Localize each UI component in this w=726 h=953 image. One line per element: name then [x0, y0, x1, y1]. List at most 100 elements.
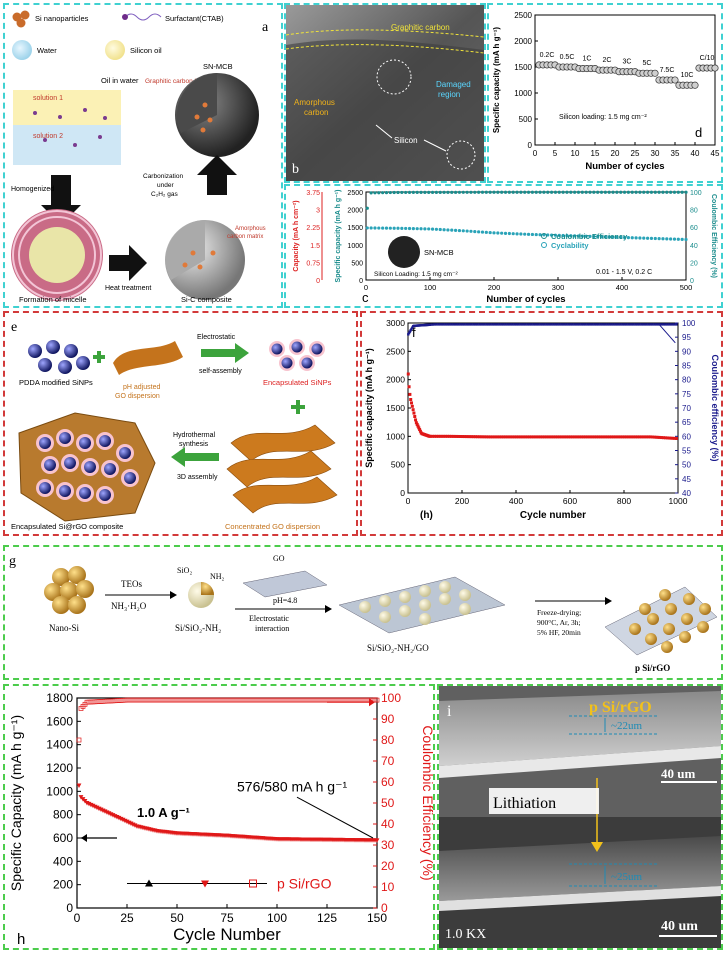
f-ce-point [408, 330, 412, 333]
c-panel-label: c [362, 290, 369, 305]
c-outer-tick-label: 2.25 [306, 225, 320, 232]
c-ce-point [584, 190, 588, 194]
f-capacity-point [448, 434, 452, 438]
f-ce-point [523, 323, 527, 326]
f-ce-point [493, 323, 497, 326]
f-ce-point [657, 323, 661, 326]
c-ce-point [365, 206, 369, 210]
f-capacity-point [469, 435, 473, 439]
h-ytick-label: 1400 [46, 738, 73, 752]
f-ce-point [459, 323, 462, 326]
f-capacity-point [495, 435, 499, 439]
f-ce-point [642, 323, 646, 326]
go-line2: GO dispersion [115, 393, 160, 400]
f-right-tick-label: 85 [682, 362, 691, 371]
f-capacity-point [636, 435, 639, 439]
c-ce-point [576, 190, 581, 194]
panel-b-label: b [292, 162, 299, 177]
c-capacity-point [396, 226, 400, 230]
c-capacity-point [450, 228, 454, 232]
f-ce-point [487, 323, 490, 326]
f-ce-point [437, 323, 440, 326]
f-right-tick-label: 80 [682, 376, 691, 385]
d-ytick-label: 1500 [514, 63, 532, 72]
f-capacity-point [456, 434, 460, 438]
h-right-tick-label: 10 [381, 880, 395, 894]
c-capacity-point [649, 236, 654, 240]
f-capacity-point [597, 435, 601, 439]
f-right-tick-label: 60 [682, 432, 691, 441]
f-ce-point [448, 323, 451, 326]
f-capacity-point [631, 435, 635, 439]
legend-surfactant: Surfactant(CTAB) [165, 14, 224, 23]
f-ce-point [647, 323, 650, 326]
c-outer-tick-label: 1.5 [310, 243, 320, 250]
c-ce-point [438, 190, 442, 194]
f-xtick-label: 800 [617, 496, 631, 506]
c-capacity-point [592, 234, 596, 239]
c-capacity-point [415, 227, 419, 231]
c-ce-point [400, 190, 404, 195]
h-right-tick-label: 30 [381, 838, 395, 852]
f-capacity-point [666, 436, 670, 440]
c-capacity-point [430, 227, 435, 231]
nh2-label: NH₂ [210, 572, 225, 581]
f-capacity-point [439, 434, 443, 438]
f-capacity-point [543, 435, 547, 439]
h-ytick-label: 1600 [46, 714, 73, 728]
h-ytick-label: 600 [53, 831, 73, 845]
c-ce-point [611, 190, 615, 194]
c-xtick-label: 500 [680, 283, 693, 292]
f-capacity-point [450, 434, 454, 438]
f-ce-point [500, 323, 503, 326]
c-capacity-point [580, 234, 584, 238]
c-ce-point [546, 190, 550, 194]
h-right-tick-label: 80 [381, 733, 395, 747]
f-capacity-point [566, 435, 570, 439]
f-ce-point [474, 323, 477, 326]
electrostatic-line1: Electrostatic [197, 334, 236, 341]
f-capacity-point [409, 398, 413, 401]
c-capacity-point [434, 227, 438, 231]
f-capacity-point [560, 435, 564, 439]
f-xtick-label: 0 [406, 496, 411, 506]
f-right-tick-label: 50 [682, 461, 691, 470]
f-ce-point [526, 323, 529, 326]
c-capacity-point [630, 236, 634, 240]
f-ce-point [409, 329, 412, 332]
c-ce-point [407, 190, 412, 195]
c-xtick-label: 300 [552, 283, 565, 292]
h-capacity-point [374, 838, 380, 843]
panel-c [284, 184, 723, 308]
c-right-tick-label: 100 [690, 190, 702, 197]
f-capacity-point [517, 435, 521, 439]
f-ce-point [469, 323, 473, 326]
f-capacity-point [594, 435, 598, 439]
c-capacity-point [484, 230, 488, 234]
micelle-label: Formation of micelle [19, 295, 87, 304]
f-xtick-label: 1000 [669, 496, 688, 506]
c-capacity-point [442, 228, 446, 232]
f-ce-point [562, 323, 566, 326]
c-capacity-point [392, 226, 396, 230]
f-capacity-point [648, 435, 652, 439]
f-right-tick-label: 70 [682, 404, 691, 413]
c-ce-point [684, 190, 688, 194]
f-ce-point [536, 323, 540, 326]
thickness-2: ~25um [611, 871, 642, 883]
f-ce-point [543, 323, 546, 326]
f-ce-point [629, 323, 633, 326]
c-capacity-point [561, 233, 565, 238]
f-ce-point [565, 323, 568, 326]
f-capacity-point [406, 372, 410, 376]
c-ce-point [500, 190, 504, 194]
f-capacity-point [625, 435, 629, 439]
sn-mcb-label: SN-MCB [203, 62, 233, 71]
f-capacity-point [493, 435, 497, 439]
solution1-label: solution 1 [33, 95, 63, 102]
f-capacity-point [411, 408, 415, 412]
f-capacity-point [510, 435, 514, 439]
c-ce-point [492, 190, 496, 194]
c-ce-point [446, 190, 450, 194]
